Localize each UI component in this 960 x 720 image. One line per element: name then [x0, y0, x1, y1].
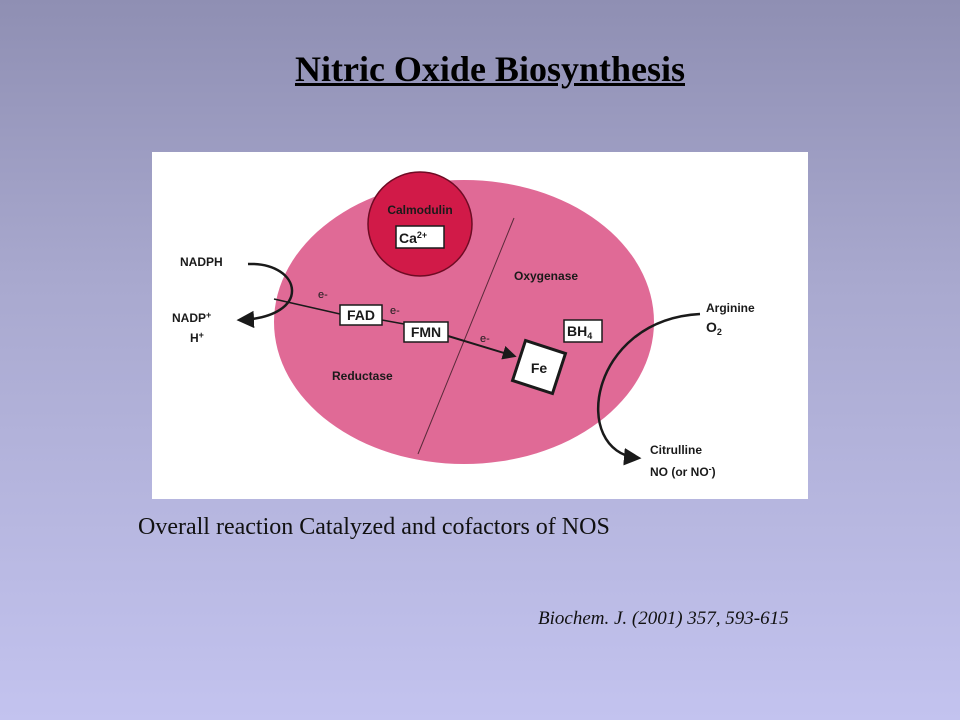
reductase-label: Reductase: [332, 369, 393, 383]
domain-divider: [417, 217, 515, 455]
arginine-citrulline-arrow: [596, 312, 701, 466]
h-label: H+: [190, 330, 204, 345]
no-label: NO (or NO-): [650, 464, 716, 479]
fad-box: [339, 304, 383, 326]
nadph-arrow: [236, 262, 294, 329]
fmn-label: FMN: [411, 324, 441, 340]
oxygenase-label: Oxygenase: [514, 269, 578, 283]
nadp-label: NADP+: [172, 310, 211, 325]
nadph-label: NADPH: [180, 255, 223, 269]
fe-box: [510, 338, 568, 396]
electron-path-2: [381, 319, 405, 325]
slide-title: Nitric Oxide Biosynthesis: [294, 49, 685, 89]
calmodulin-label: Calmodulin: [387, 203, 452, 217]
citrulline-label: Citrulline: [650, 443, 702, 457]
bh4-box: [563, 319, 603, 343]
electron-label-1: e-: [318, 289, 328, 301]
bh4-label: BH4: [567, 323, 592, 341]
citation: Biochem. J. (2001) 357, 593-615: [538, 608, 789, 629]
nos-diagram: Calmodulin Ca2+ NADPH NADP+ H+ e- e- e- …: [152, 152, 808, 499]
o2-label: O2: [706, 319, 722, 337]
fad-label: FAD: [347, 307, 375, 323]
electron-label-3: e-: [480, 333, 490, 345]
electron-path-3: [447, 335, 517, 360]
calmodulin-circle: [367, 171, 473, 277]
figure-caption: Overall reaction Catalyzed and cofactors…: [138, 514, 610, 540]
fmn-box: [403, 321, 449, 343]
fe-label: Fe: [531, 360, 548, 376]
electron-path-1: [273, 298, 341, 315]
nos-diagram-svg: Calmodulin Ca2+ NADPH NADP+ H+ e- e- e- …: [172, 171, 755, 479]
nos-enzyme-ellipse: [274, 180, 654, 464]
electron-label-2: e-: [390, 305, 400, 317]
ca-box: [395, 225, 445, 249]
ca-label: Ca2+: [399, 230, 427, 246]
arginine-label: Arginine: [706, 301, 755, 315]
